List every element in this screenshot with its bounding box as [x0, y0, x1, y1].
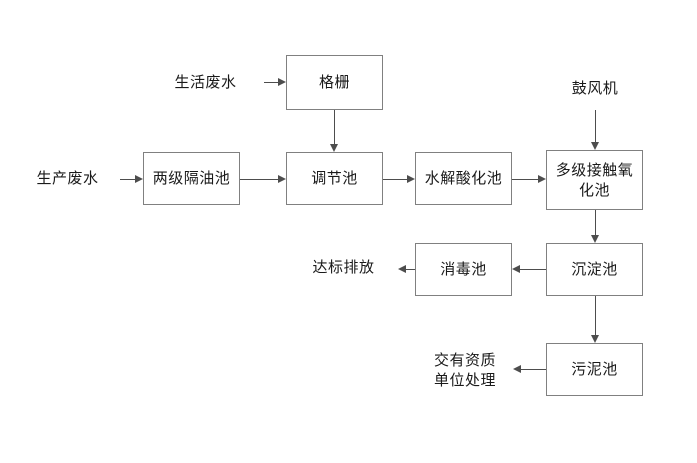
label-blower: 鼓风机 [571, 79, 619, 97]
node-oil-separation-label: 两级隔油池 [152, 169, 231, 188]
node-disinfection-tank[interactable]: 消毒池 [415, 243, 512, 296]
arrowhead-oxidation-to-sedimentation [590, 235, 599, 243]
node-regulating-tank-label: 调节池 [311, 169, 358, 188]
arrowhead-blower-to-oxidation [590, 142, 599, 150]
label-production-wastewater: 生产废水 [36, 169, 99, 187]
edge-sludge-to-qualified-unit [521, 369, 546, 370]
edge-grating-to-regulating [334, 110, 335, 144]
node-hydrolysis-acidification[interactable]: 水解酸化池 [415, 152, 512, 205]
edge-production-to-oil-separation [120, 179, 135, 180]
edge-oil-separation-to-regulating [240, 179, 278, 180]
node-sludge-tank[interactable]: 污泥池 [546, 343, 643, 396]
label-domestic-wastewater: 生活废水 [174, 73, 237, 91]
arrowhead-sludge-to-qualified-unit [513, 364, 521, 373]
edge-regulating-to-hydrolysis [383, 179, 407, 180]
label-qualified-unit-treatment: 交有资质 单位处理 [433, 351, 496, 390]
edge-disinfection-to-discharge [406, 269, 415, 270]
arrowhead-hydrolysis-to-oxidation [538, 174, 546, 183]
node-oil-separation[interactable]: 两级隔油池 [143, 152, 240, 205]
node-grating-label: 格栅 [318, 73, 350, 92]
edge-blower-to-oxidation [595, 110, 596, 142]
arrowhead-disinfection-to-discharge [398, 264, 406, 273]
label-compliant-discharge: 达标排放 [312, 258, 375, 276]
node-regulating-tank[interactable]: 调节池 [286, 152, 383, 205]
node-hydrolysis-acidification-label: 水解酸化池 [424, 169, 503, 188]
node-sedimentation-tank-label: 沉淀池 [571, 260, 618, 279]
edge-oxidation-to-sedimentation [595, 210, 596, 235]
arrowhead-sedimentation-to-disinfection [512, 264, 520, 273]
arrowhead-production-to-oil-separation [135, 174, 143, 183]
edge-sedimentation-to-sludge [595, 296, 596, 335]
node-disinfection-tank-label: 消毒池 [440, 260, 487, 279]
edge-hydrolysis-to-oxidation [512, 179, 538, 180]
arrowhead-sedimentation-to-sludge [590, 335, 599, 343]
node-grating[interactable]: 格栅 [286, 55, 383, 110]
node-contact-oxidation[interactable]: 多级接触氧 化池 [546, 150, 643, 210]
arrowhead-oil-separation-to-regulating [278, 174, 286, 183]
node-sludge-tank-label: 污泥池 [571, 360, 618, 379]
arrowhead-domestic-to-grating [278, 77, 286, 86]
edge-sedimentation-to-disinfection [520, 269, 546, 270]
node-sedimentation-tank[interactable]: 沉淀池 [546, 243, 643, 296]
node-contact-oxidation-label: 多级接触氧 化池 [555, 160, 634, 199]
arrowhead-grating-to-regulating [329, 144, 338, 152]
edge-domestic-to-grating [264, 82, 278, 83]
arrowhead-regulating-to-hydrolysis [407, 174, 415, 183]
